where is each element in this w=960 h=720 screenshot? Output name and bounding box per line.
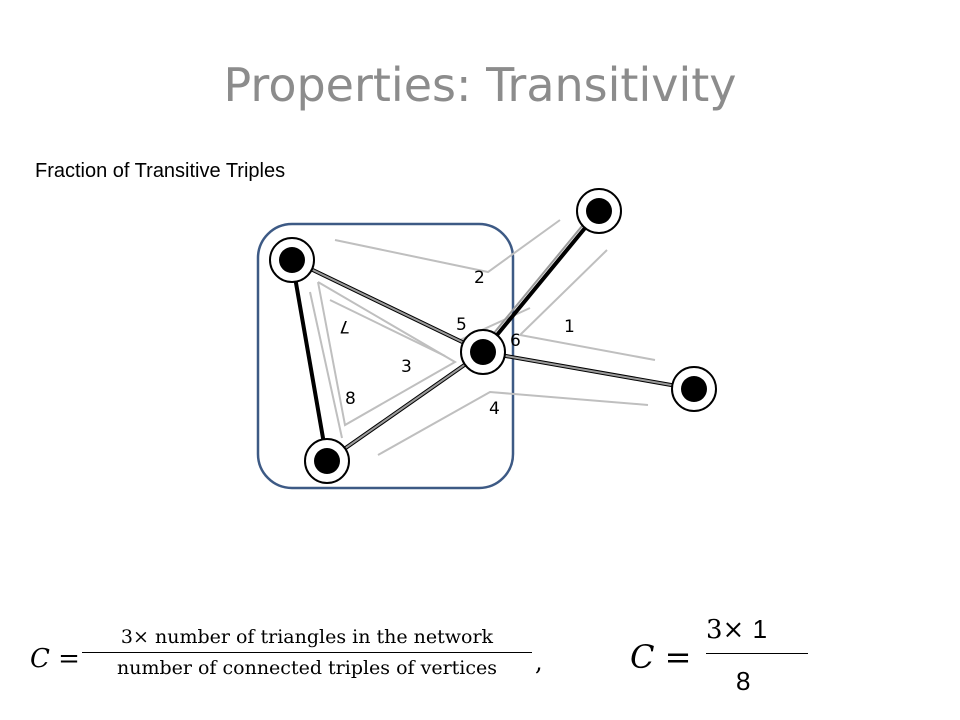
edge-a-b — [290, 258, 329, 463]
triple-label-4: 4 — [489, 399, 500, 419]
node-c — [460, 329, 506, 375]
edge-c-d-overlay — [479, 208, 597, 351]
triple-paths — [309, 219, 656, 456]
formula-fraction-bar — [82, 652, 532, 653]
triple-label-8: 8 — [345, 389, 356, 409]
formula-comma: , — [535, 648, 543, 676]
slide-subtitle: Fraction of Transitive Triples — [35, 160, 286, 182]
triple-path-7 — [317, 281, 457, 427]
triple-label-7: 7 — [339, 316, 350, 336]
evaluation-triples: 8 — [736, 666, 751, 696]
triple-label-3: 3 — [401, 357, 412, 377]
triple-label-1: 1 — [564, 317, 575, 337]
slide-title: Properties: Transitivity — [223, 58, 737, 112]
triple-label-5: 5 — [456, 315, 467, 335]
formula-lhs: C = — [30, 644, 80, 674]
triple-label-2: 2 — [474, 268, 485, 288]
node-d — [576, 188, 622, 234]
evaluation-multiplier: 3× — [706, 615, 745, 645]
evaluation-triangles: 1 — [752, 614, 768, 644]
triple-path-4 — [377, 390, 649, 456]
edge-b-c-overlay — [326, 351, 484, 462]
evaluation-lhs: C = — [630, 638, 692, 676]
triple-path-8 — [309, 291, 343, 439]
formula-fraction: 3× number of triangles in the network nu… — [82, 626, 532, 679]
edges — [290, 208, 696, 463]
edge-c-d — [481, 209, 601, 354]
formula-numerator: 3× number of triangles in the network — [120, 626, 494, 648]
triple-path-3 — [329, 299, 446, 357]
evaluation-numerator: 3× 1 — [706, 614, 810, 645]
nodes — [269, 188, 717, 484]
triple-label-6: 6 — [510, 331, 521, 351]
formula-denominator: number of connected triples of vertices — [116, 657, 498, 679]
triple-path-2 — [334, 219, 561, 274]
node-a — [269, 237, 315, 283]
evaluation-fraction-bar — [706, 653, 808, 654]
edge-c-e-overlay — [482, 351, 695, 390]
node-e — [671, 366, 717, 412]
edge-a-c-overlay — [291, 259, 484, 353]
triple-path-1 — [517, 249, 656, 361]
node-b — [304, 438, 350, 484]
triple-labels: 2 5 1 6 3 8 4 7 — [339, 268, 575, 419]
